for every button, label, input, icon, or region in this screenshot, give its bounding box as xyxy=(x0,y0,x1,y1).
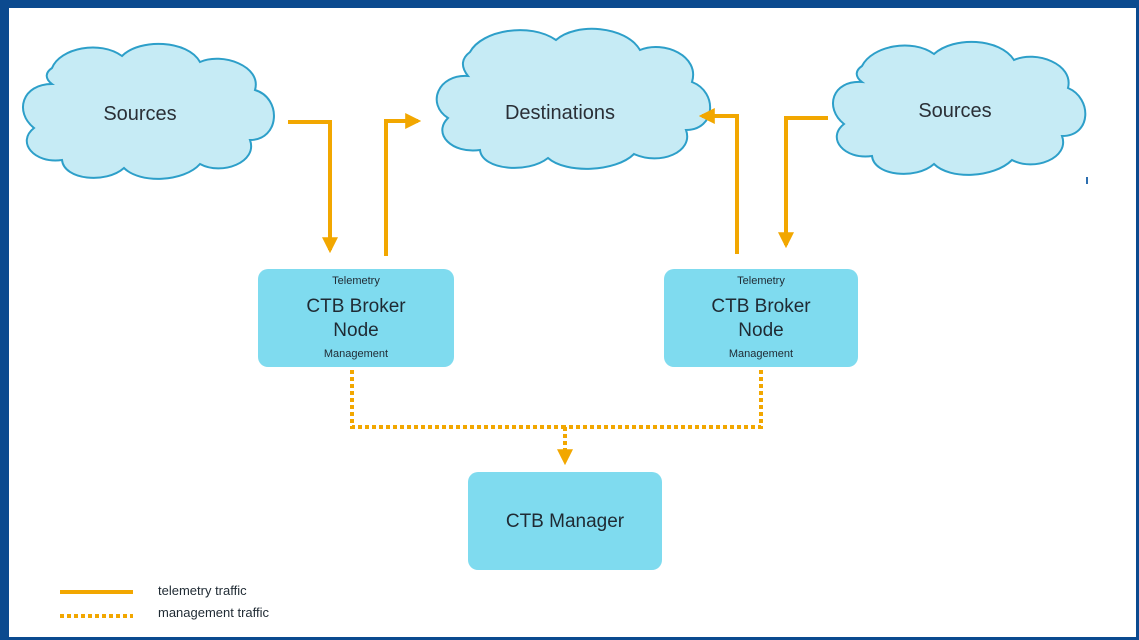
broker-right-management-label: Management xyxy=(728,348,794,360)
cloud-sources-right xyxy=(832,41,1087,176)
telemetry-arrow-left-sources-to-broker xyxy=(288,120,338,254)
cloud-destinations xyxy=(435,27,711,170)
cloud-label-sources-right: Sources xyxy=(918,100,992,122)
management-line-right xyxy=(565,370,763,429)
cloud-sources-left xyxy=(22,43,275,180)
broker-left-title-line1: CTB Broker xyxy=(306,296,406,317)
broker-node-left: Telemetry CTB Broker Node Management xyxy=(258,269,454,367)
broker-left-telemetry-label: Telemetry xyxy=(332,275,380,287)
broker-node-right: Telemetry CTB Broker Node Management xyxy=(664,269,858,367)
broker-left-management-label: Management xyxy=(323,348,389,360)
telemetry-arrow-left-broker-to-destinations xyxy=(384,113,422,256)
broker-right-title-line2: Node xyxy=(738,320,784,341)
ctb-manager-node: CTB Manager xyxy=(468,472,662,570)
broker-right-telemetry-label: Telemetry xyxy=(737,275,785,287)
telemetry-arrow-right-sources-to-broker xyxy=(778,116,828,249)
broker-left-title-line2: Node xyxy=(333,320,379,341)
manager-label: CTB Manager xyxy=(505,511,625,532)
telemetry-arrow-right-broker-to-destinations xyxy=(698,108,739,254)
cloud-label-destinations: Destinations xyxy=(504,102,616,124)
legend-telemetry-label: telemetry traffic xyxy=(158,583,247,598)
broker-right-title-line1: CTB Broker xyxy=(711,296,811,317)
legend-management-label: management traffic xyxy=(158,605,270,620)
management-line-left xyxy=(350,370,565,429)
cloud-label-sources-left: Sources xyxy=(103,103,177,125)
